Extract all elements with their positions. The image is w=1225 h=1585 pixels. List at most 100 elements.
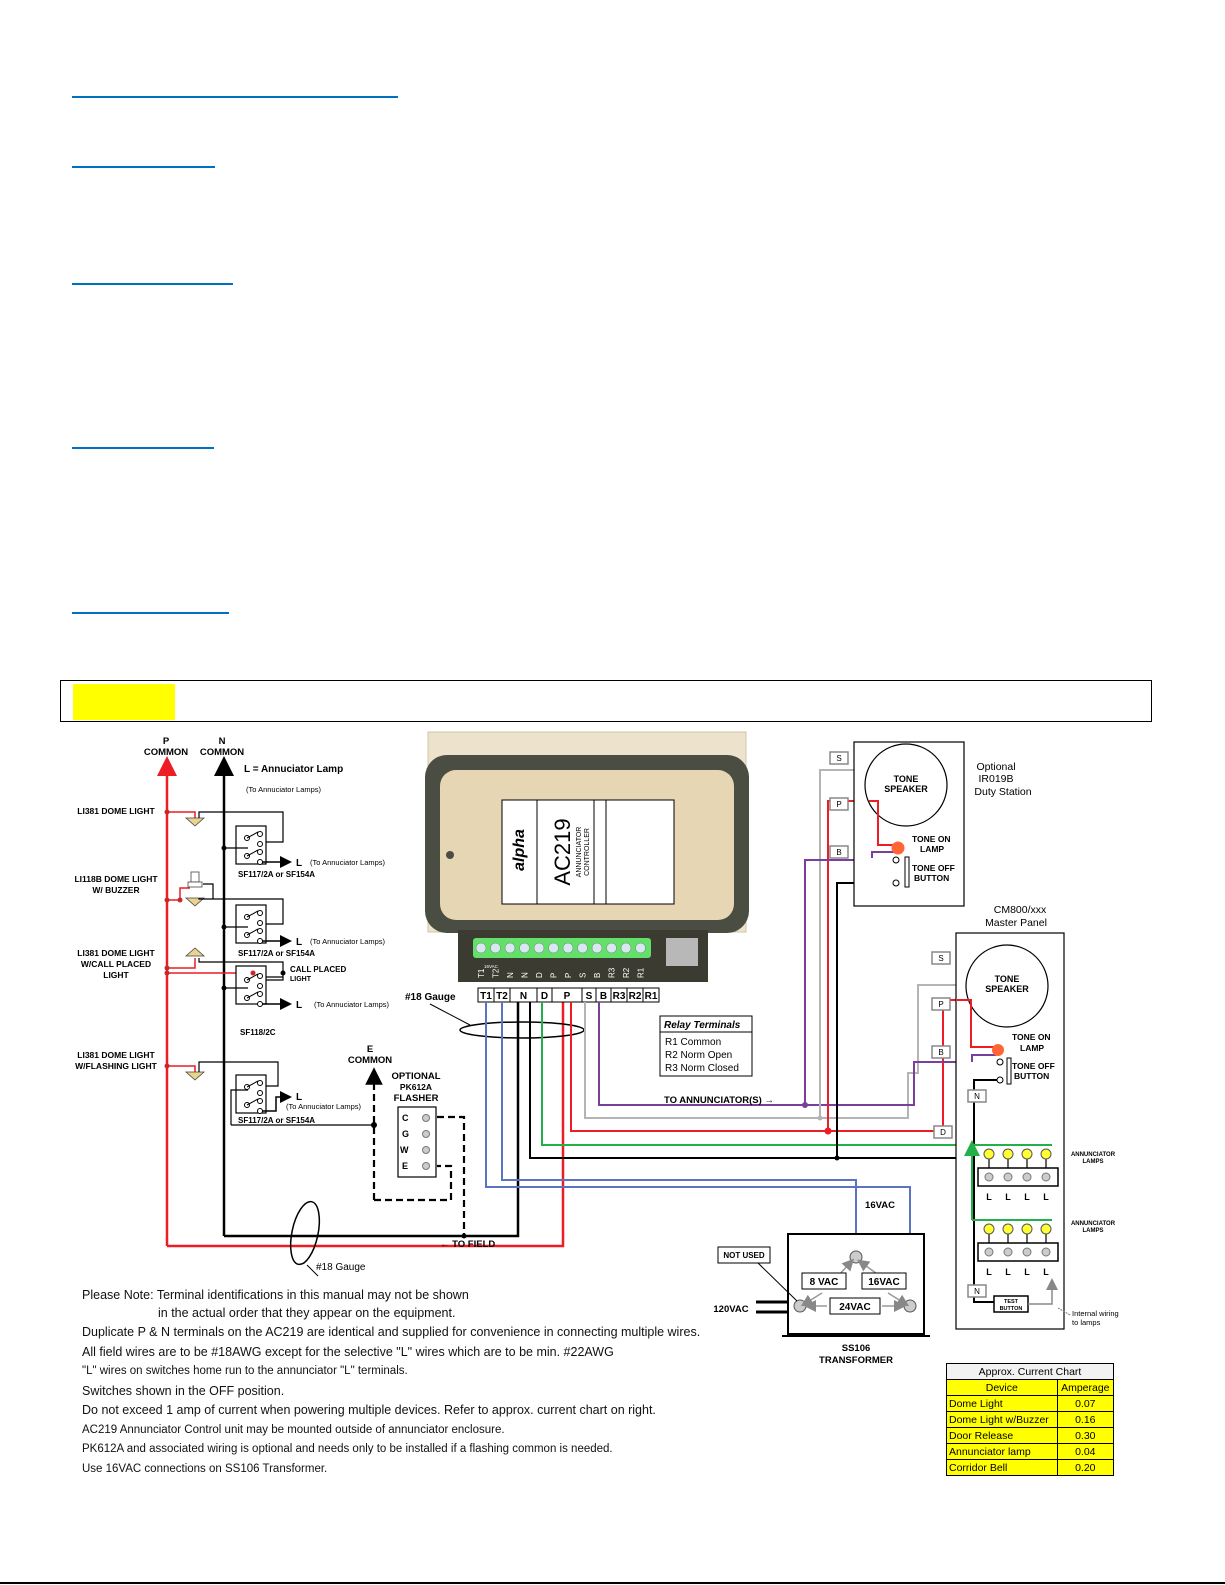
relay-row-3: R3 Norm Closed: [665, 1063, 739, 1074]
mp-tone-on-2: LAMP: [1020, 1043, 1044, 1053]
tone-speaker-icon: [864, 743, 948, 827]
tap-8vac: 8 VAC: [810, 1277, 839, 1288]
call-placed-label-2: LIGHT: [290, 976, 312, 983]
mp-tone-speaker-icon: [965, 944, 1049, 1028]
device-cell: Door Release: [946, 1427, 1058, 1444]
board-sublabel: 16VAC: [484, 964, 499, 969]
e-common-label-2: COMMON: [348, 1055, 392, 1066]
col-header-device: Device: [946, 1379, 1058, 1396]
mp-term-n: N: [974, 1092, 980, 1101]
note-line: AC219 Annunciator Control unit may be mo…: [82, 1423, 505, 1436]
tap-16vac: 16VAC: [868, 1277, 900, 1288]
device-label-1: LI381 DOME LIGHT: [77, 806, 155, 816]
common-labels: P COMMON N COMMON: [144, 736, 244, 758]
section-heading-underline-3: [72, 283, 233, 285]
mp-title-2: Master Panel: [985, 917, 1047, 929]
section-heading-underline-2: [72, 166, 215, 168]
board-terminal-label: N: [521, 972, 530, 978]
ds-term-s: S: [836, 754, 841, 763]
mp-term-b: B: [938, 1048, 943, 1057]
lamp-terminal-screw-icon: [1041, 1247, 1051, 1257]
amperage-cell: 0.20: [1056, 1459, 1115, 1476]
lamp-terminal-screw-icon: [1022, 1247, 1032, 1257]
amperage-cell: 0.07: [1056, 1395, 1115, 1412]
dome-light-icon-2: [184, 897, 206, 907]
ds-tone-off-1: TONE OFF: [912, 863, 955, 873]
brand-logo: alpha: [511, 829, 528, 871]
n-common-label-2: COMMON: [200, 747, 244, 758]
gauge-label-top: #18 Gauge: [405, 992, 456, 1003]
annunciator-lamp-icon: [1021, 1223, 1033, 1235]
device-label-3b: W/CALL PLACED: [81, 959, 151, 969]
section-heading-underline-1: [72, 96, 398, 98]
p-common-label-2: COMMON: [144, 747, 188, 758]
board-terminal-label: R1: [637, 967, 646, 978]
l-output-2: L: [296, 937, 302, 948]
l-output-3: L: [296, 1000, 302, 1011]
duty-station: TONE SPEAKER TONE ON LAMP TONE OFF BUTTO…: [829, 741, 1032, 907]
lamp-terminal-screw-icon: [984, 1172, 994, 1182]
flasher-term-w: W: [400, 1145, 409, 1155]
note-line: "L" wires on switches home run to the an…: [82, 1365, 408, 1377]
terminal-screw-icon: [548, 942, 559, 954]
lamp-terminal-screw-icon: [1003, 1247, 1013, 1257]
terminal-screw-icon: [591, 942, 603, 954]
to-annunciators-label: TO ANNUNCIATOR(S) →: [664, 1095, 774, 1106]
annunciator-lamp-icon: [1040, 1148, 1052, 1160]
relay-box-title: Relay Terminals: [664, 1020, 741, 1031]
mp-term-s: S: [938, 954, 943, 963]
header-highlight: [73, 684, 175, 720]
transformer-16vac-label: 16VAC: [865, 1200, 895, 1211]
pk612a-flasher: C G W E: [397, 1106, 437, 1178]
annunciator-lamp-icon: [1002, 1148, 1014, 1160]
controller-name-2: CONTROLLER: [584, 828, 591, 876]
ds-term-p: P: [836, 800, 841, 809]
note-line: Do not exceed 1 amp of current when powe…: [82, 1403, 656, 1417]
lamps-label-2a: ANNUNCIATOR: [1071, 1221, 1116, 1227]
relay-row-1: R1 Common: [665, 1037, 721, 1048]
switch-3: [235, 965, 267, 1007]
terminal-screw-icon: [562, 942, 574, 954]
diagram-header-box: [60, 680, 1152, 722]
lamp-terminal-strip: [977, 1167, 1059, 1187]
terminal-label: R2: [629, 991, 642, 1002]
mp-speaker-label-1: TONE: [995, 974, 1020, 984]
note-line: Duplicate P & N terminals on the AC219 a…: [82, 1325, 701, 1339]
board-terminal-label: T2: [492, 968, 501, 978]
board-terminal-label: P: [550, 973, 559, 978]
lamp-legend: L = Annuciator Lamp: [244, 764, 343, 775]
switch-model-4: SF117/2A or SF154A: [238, 1116, 315, 1125]
l-note-3: (To Annuciator Lamps): [314, 1000, 390, 1009]
annunciator-lamp-icon: [1002, 1223, 1014, 1235]
device-cell: Dome Light w/Buzzer: [946, 1411, 1058, 1428]
mp-tone-on-lamp-icon: [992, 1044, 1004, 1056]
device-label-4a: LI381 DOME LIGHT: [77, 1050, 155, 1060]
switch-2: [235, 904, 267, 944]
lamp-terminal-label: L: [1024, 1267, 1030, 1277]
board-terminal-label: R2: [622, 967, 631, 978]
terminal-screw-icon: [533, 942, 545, 954]
controller-model: AC219: [550, 818, 575, 885]
mp-tone-on-1: TONE ON: [1012, 1032, 1051, 1042]
terminal-screw-icon: [475, 942, 487, 954]
flasher-term-e: E: [402, 1161, 408, 1171]
tone-on-lamp-icon: [891, 841, 905, 855]
mp-term-n-2: N: [974, 1287, 980, 1296]
terminal-cell: [642, 987, 660, 1003]
switch-model-3: SF118/2C: [240, 1028, 276, 1037]
lamps-label-1a: ANNUNCIATOR: [1071, 1152, 1116, 1158]
flasher-title-2: PK612A: [400, 1082, 432, 1092]
mp-tone-off-2: BUTTON: [1014, 1071, 1049, 1081]
relay-row-2: R2 Norm Open: [665, 1050, 732, 1061]
mp-term-p: P: [938, 1000, 943, 1009]
device-label-2b: W/ BUZZER: [92, 885, 139, 895]
board-terminal-label: T1: [477, 968, 486, 978]
flasher-term-c: C: [402, 1113, 409, 1123]
l-output-4: L: [296, 1092, 302, 1103]
to-field-label: ← TO FIELD: [440, 1239, 495, 1250]
